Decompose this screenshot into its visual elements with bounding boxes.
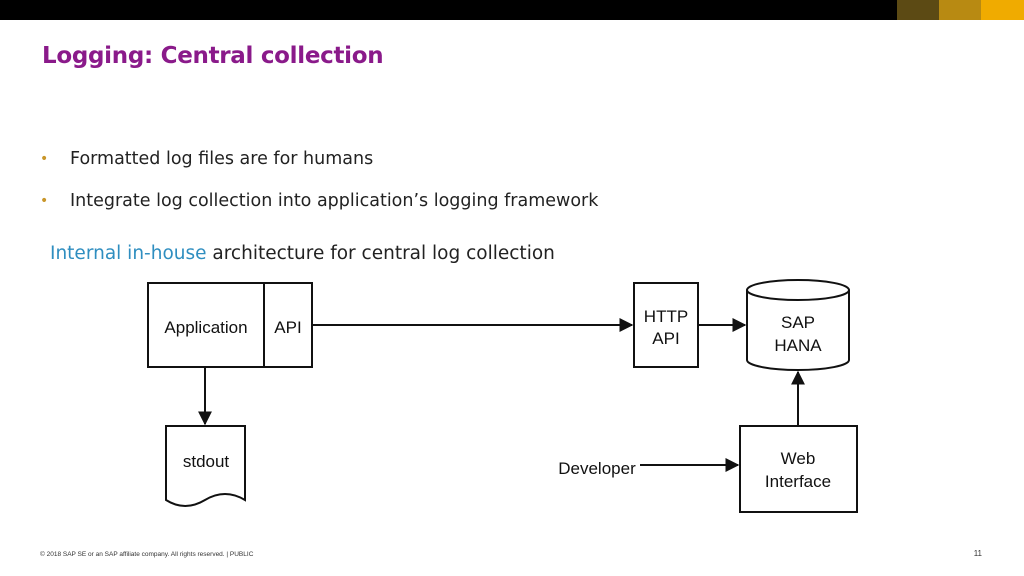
diagram-caption: Internal in-house architecture for centr… xyxy=(50,243,555,264)
brand-stripe-dark xyxy=(897,0,939,20)
brand-stripe-mid xyxy=(939,0,981,20)
http-api-label-line1: HTTP xyxy=(644,307,688,326)
api-label: API xyxy=(274,318,301,337)
http-api-box xyxy=(633,282,699,368)
sap-hana-label-line2: HANA xyxy=(774,336,822,355)
top-bar xyxy=(0,0,1024,20)
web-interface-label-line2: Interface xyxy=(765,472,831,491)
brand-stripe-light xyxy=(981,0,1024,20)
footer-copyright: © 2018 SAP SE or an SAP affiliate compan… xyxy=(40,551,254,558)
bullet-list: • Formatted log files are for humans • I… xyxy=(40,138,598,222)
caption-rest: architecture for central log collection xyxy=(206,243,555,264)
caption-accent: Internal in-house xyxy=(50,243,207,264)
bullet-dot-icon: • xyxy=(40,193,49,209)
sap-hana-cylinder-top xyxy=(746,279,850,301)
stdout-label: stdout xyxy=(183,452,230,471)
bullet-item: • Integrate log collection into applicat… xyxy=(40,180,598,222)
bullet-text: Formatted log files are for humans xyxy=(70,149,374,169)
developer-label: Developer xyxy=(558,459,636,478)
page-number: 11 xyxy=(973,549,982,558)
bullet-dot-icon: • xyxy=(40,151,49,167)
web-interface-box xyxy=(739,425,858,513)
application-label: Application xyxy=(164,318,247,337)
bullet-item: • Formatted log files are for humans xyxy=(40,138,598,180)
bullet-text: Integrate log collection into applicatio… xyxy=(70,191,599,211)
sap-hana-label-line1: SAP xyxy=(781,313,815,332)
http-api-label-line2: API xyxy=(652,329,679,348)
sap-hana-cylinder-body xyxy=(746,290,850,371)
stdout-document xyxy=(165,425,246,507)
slide-title: Logging: Central collection xyxy=(42,43,384,69)
application-box xyxy=(147,282,313,368)
web-interface-label-line1: Web xyxy=(781,449,816,468)
